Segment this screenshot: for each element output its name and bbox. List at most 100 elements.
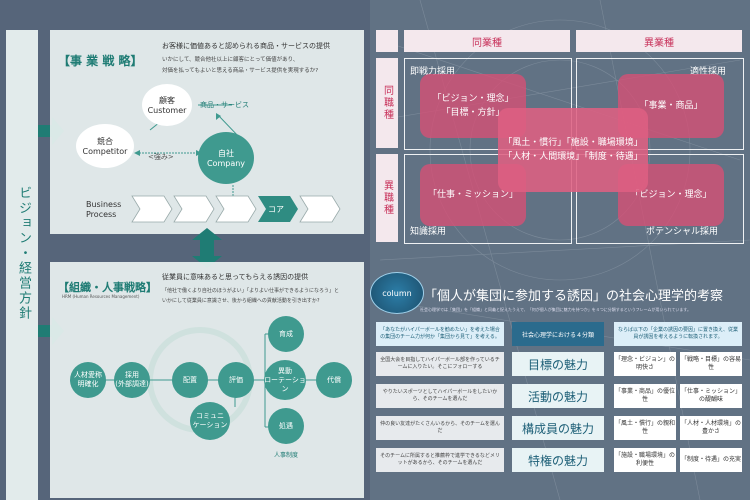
row2-mid-text: 活動の魅力 — [527, 389, 588, 404]
hr-node-development-label: 育成 — [279, 329, 293, 338]
box-vision-bottom-text: 「ビジョン・理念」 — [630, 190, 712, 200]
label-potential-hire: ポテンシャル採用 — [646, 227, 719, 237]
hr-node-development: 育成 — [268, 316, 304, 352]
hr-node-recruit-label: 採用 (外部調達) — [115, 371, 149, 388]
col-left-header-text: 「あなたがハイパーボールを勧めたい」を考えた場合の集団のチーム力が何か「集団から… — [380, 327, 500, 340]
row4-cell1-text: 「施設・職場環境」の利便性 — [614, 452, 675, 467]
updown-arrow — [192, 228, 222, 268]
column-title: 「個人が集団に参加する誘因」の社会心理学的考察 — [424, 289, 724, 304]
hr-node-evaluation-label: 評価 — [229, 375, 243, 384]
hr-node-compensation: 代償 — [316, 362, 352, 398]
hr-strategy-line2: 「他社で働くより自社のほうがよい」「よりよい仕事ができるようになろう」と — [162, 288, 339, 294]
row1-left: 全国大会を目指してハイパーボール部を作っているチームに入りたい。そこにフォローす… — [376, 352, 504, 376]
box-mission-text: 「仕事・ミッション」 — [427, 190, 518, 200]
row4-mid: 特権の魅力 — [512, 448, 604, 472]
hr-node-treatment: 処遇 — [268, 408, 304, 444]
hr-node-rotation: 異動 ローテーション — [264, 360, 306, 400]
customer-en-label: Customer — [147, 106, 187, 115]
label-immediate-hire: 即戦力採用 — [410, 67, 456, 77]
row2-left-text: やりたいスポーツとしてハイパーボールをしたいから、そのチームを選んだ — [382, 389, 498, 402]
process-step-core — [258, 196, 298, 222]
row4-left-text: そのチームに所属すると推薦枠で進学できるなどメリットがあるから、そのチームを選ん… — [380, 453, 500, 466]
hr-strategy-line1: 従業員に意味あると思ってもらえる誘因の提供 — [162, 273, 309, 281]
row-header-diff-job: 異職種 — [376, 154, 398, 242]
process-step-5 — [299, 195, 341, 223]
column-badge: column — [370, 272, 424, 314]
row2-cell1: 「事業・商品」の優位性 — [614, 384, 676, 408]
row2-mid: 活動の魅力 — [512, 384, 604, 408]
row1-cell1-text: 「理念・ビジョン」の明快さ — [614, 356, 675, 371]
competitor-node: 競合 Competitor — [76, 124, 134, 168]
row4-mid-text: 特権の魅力 — [527, 453, 588, 468]
hr-strategy-line3: いかにして従業員に意識させ、後から組織への貢献活動を引き出すか? — [162, 298, 320, 304]
hr-node-placement: 配置 — [172, 362, 208, 398]
process-step-2 — [173, 195, 215, 223]
row3-cell2: 「人材・人材環境」の豊かさ — [680, 416, 742, 440]
quadrant-bottom-right — [576, 154, 744, 244]
competitor-jp-label: 競合 — [97, 137, 113, 146]
hr-node-compensation-label: 代償 — [327, 375, 341, 384]
label-knowledge-hire: 知識採用 — [410, 227, 447, 237]
business-strategy-line2: いかにして、競合他社以上に顧客にとって価値があり、 — [162, 57, 299, 63]
competitor-en-label: Competitor — [82, 147, 128, 156]
row1-cell1: 「理念・ビジョン」の明快さ — [614, 352, 676, 376]
customer-node: 顧客 Customer — [142, 84, 192, 126]
row1-mid: 目標の魅力 — [512, 352, 604, 376]
hr-strategy-title: 【組織・人事戦略】 — [58, 281, 157, 294]
business-strategy-line1: お客様に価値あると認められる商品・サービスの提供 — [162, 42, 330, 50]
company-node: 自社 Company — [198, 132, 254, 184]
label-aptitude-hire: 適性採用 — [690, 67, 727, 77]
hr-node-communication: コミュニ ケーション — [190, 402, 230, 440]
company-jp-label: 自社 — [218, 149, 234, 158]
hr-node-communication-label: コミュニ ケーション — [192, 412, 228, 429]
row2-cell2: 「仕事・ミッション」の醍醐味 — [680, 384, 742, 408]
row2-left: やりたいスポーツとしてハイパーボールをしたいから、そのチームを選んだ — [376, 384, 504, 408]
customer-jp-label: 顧客 — [159, 96, 175, 105]
process-step-3 — [215, 195, 257, 223]
row-header-same-job: 同職種 — [376, 58, 398, 148]
business-process-line2: Process — [86, 210, 117, 219]
row1-mid-text: 目標の魅力 — [527, 357, 588, 372]
box-common-center-text: 「風土・慣行」「施設・職場環境」 「人材・人間環境」「制度・待遇」 — [503, 138, 643, 162]
hr-node-treatment-label: 処遇 — [279, 421, 293, 430]
core-label: コア — [268, 205, 284, 214]
row2-cell1-text: 「事業・商品」の優位性 — [614, 388, 675, 403]
row1-cell2-text: 「戦略・目標」の容易性 — [680, 356, 741, 371]
row1-left-text: 全国大会を目指してハイパーボール部を作っているチームに入りたい。そこにフォローす… — [380, 357, 500, 370]
hr-strategy-subtitle: HRM (Human Resources Management) — [62, 294, 140, 299]
row3-left-text: 仲の良い友達がたくさんいるから、そのチームを選んだ — [380, 421, 500, 434]
hr-node-placement-label: 配置 — [183, 375, 197, 384]
hr-node-evaluation: 評価 — [218, 362, 254, 398]
box-vision-goals: 「ビジョン・理念」 「目標・方針」 — [420, 74, 526, 138]
hr-node-rotation-label: 異動 ローテーション — [264, 366, 306, 393]
row4-cell2: 「制度・待遇」の充実 — [680, 448, 742, 472]
column-badge-text: column — [382, 288, 412, 298]
row3-mid-text: 構成員の魅力 — [521, 421, 594, 436]
row2-cell2-text: 「仕事・ミッション」の醍醐味 — [680, 388, 741, 403]
row3-cell1-text: 「風土・慣行」の親和性 — [614, 420, 675, 435]
row3-cell2-text: 「人材・人材環境」の豊かさ — [680, 420, 741, 435]
process-step-1 — [131, 195, 173, 223]
row3-cell1: 「風土・慣行」の親和性 — [614, 416, 676, 440]
col-mid-header-text: 社会心理学における４分類 — [521, 331, 594, 339]
business-strategy-title: 【事 業 戦 略】 — [58, 54, 143, 68]
column-subtitle: 社会心理学では「集団」を「組織」と同義と捉えたうえで、「何が個人が集団に魅力を持… — [420, 307, 691, 312]
row4-cell2-text: 「制度・待遇」の充実 — [680, 456, 741, 463]
row3-mid: 構成員の魅力 — [512, 416, 604, 440]
col-left-header: 「あなたがハイパーボールを勧めたい」を考えた場合の集団のチーム力が何か「集団から… — [376, 322, 504, 346]
row3-left: 仲の良い友達がたくさんいるから、そのチームを選んだ — [376, 416, 504, 440]
hr-node-branding-label: 人材愛称 明確化 — [74, 371, 102, 388]
strength-label: <強み> — [148, 153, 174, 161]
process-chevrons — [131, 195, 341, 223]
vision-title: ビジョン・経営方針 — [16, 186, 31, 321]
row4-left: そのチームに所属すると推薦枠で進学できるなどメリットがあるから、そのチームを選ん… — [376, 448, 504, 472]
products-label: 商品・サービス — [200, 101, 249, 109]
box-common-center: 「風土・慣行」「施設・職場環境」 「人材・人間環境」「制度・待遇」 — [498, 108, 648, 192]
col-header-same-industry: 同業種 — [404, 30, 570, 52]
quadrant-top-left — [404, 58, 572, 150]
business-process-line1: Business — [86, 200, 122, 209]
col-right-header: ならば以下の「企業の誘因の要因」に置き換え、従業員が誘因を考えるように転換されま… — [614, 322, 742, 346]
quadrant-top-right — [576, 58, 744, 150]
box-vision-goals-text: 「ビジョン・理念」 「目標・方針」 — [432, 94, 514, 118]
matrix-corner — [376, 30, 398, 52]
